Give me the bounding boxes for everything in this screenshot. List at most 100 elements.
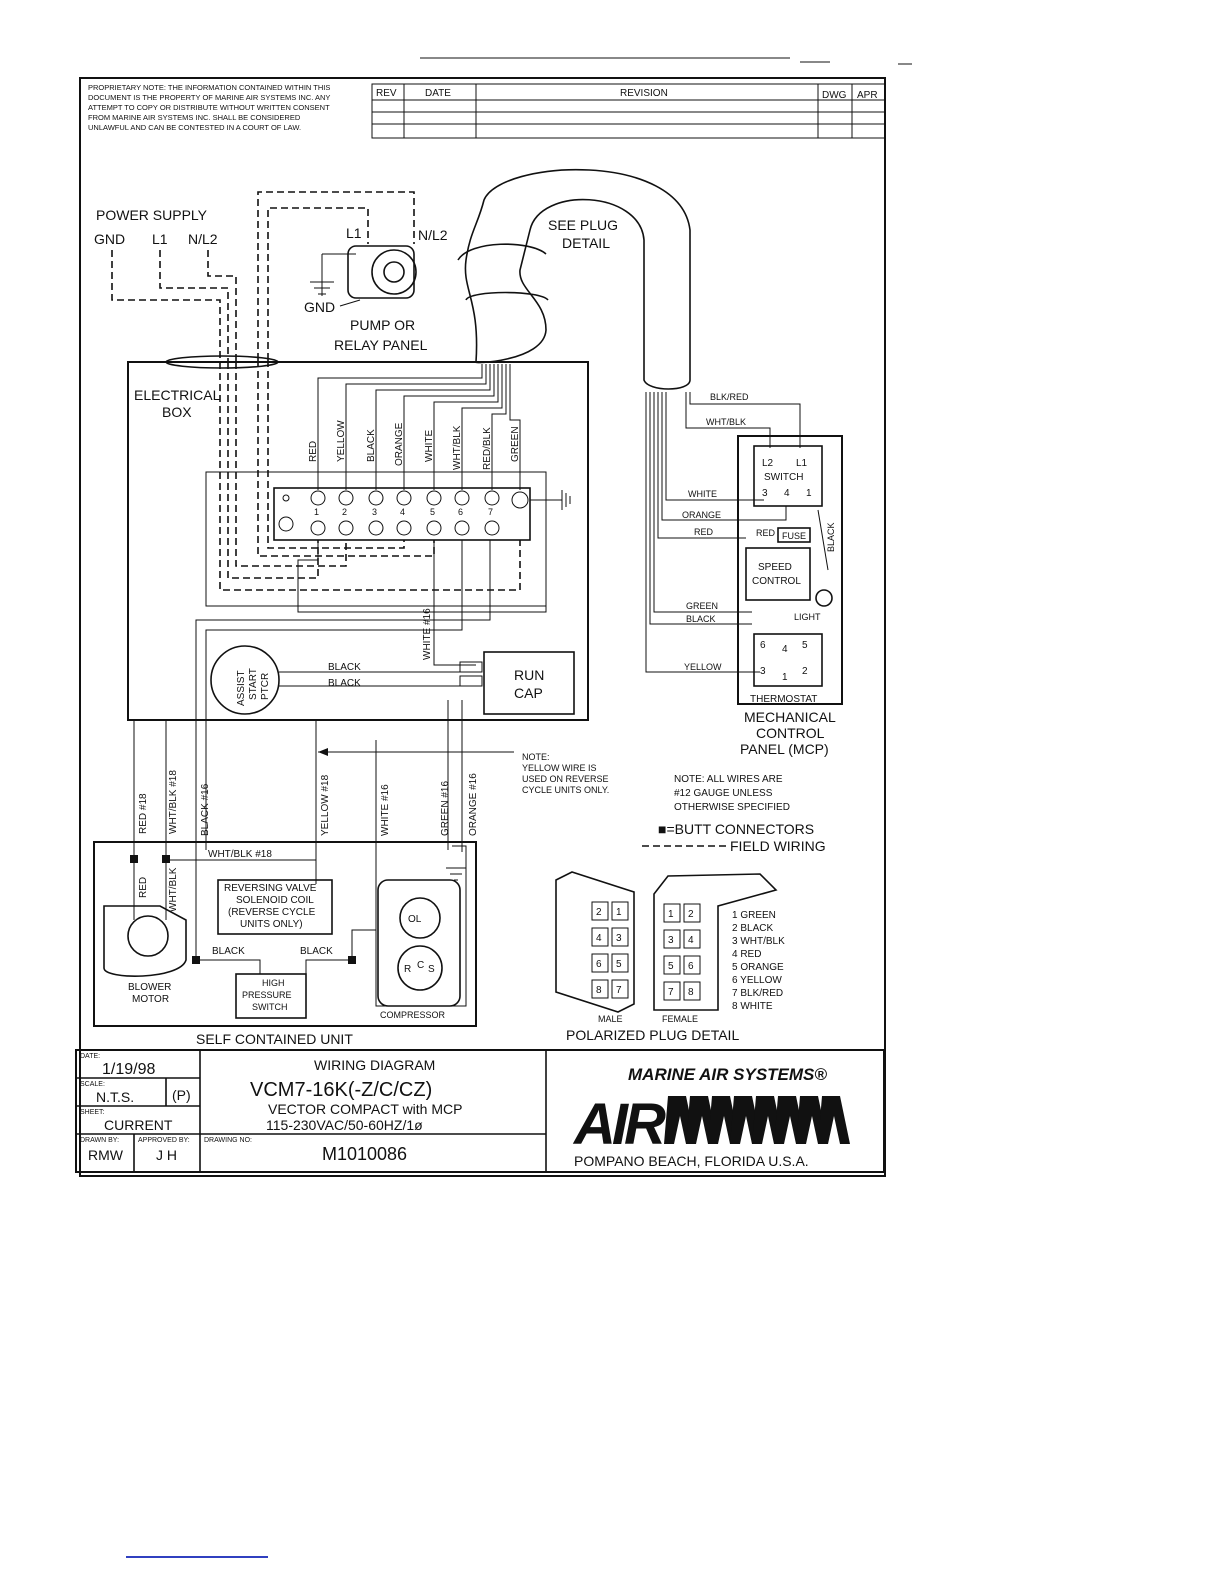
- svg-text:FUSE: FUSE: [782, 531, 806, 541]
- company-city: POMPANO BEACH, FLORIDA U.S.A.: [574, 1153, 809, 1169]
- female-pins: 1 2 3 4 5 6 7 8: [663, 903, 701, 1001]
- svg-text:(REVERSE CYCLE: (REVERSE CYCLE: [228, 907, 316, 918]
- svg-text:5 ORANGE: 5 ORANGE: [732, 962, 784, 973]
- butt-connector: [162, 855, 170, 863]
- svg-text:GREEN: GREEN: [510, 426, 521, 462]
- power-l1-label: L1: [152, 231, 168, 247]
- svg-text:BLACK: BLACK: [328, 662, 361, 673]
- svg-text:N/L2: N/L2: [418, 227, 448, 243]
- svg-text:PTCR: PTCR: [260, 673, 271, 700]
- terminal-wire-labels: RED YELLOW BLACK ORANGE WHITE WHT/BLK RE…: [308, 420, 521, 470]
- svg-text:FEMALE: FEMALE: [662, 1014, 698, 1024]
- power-nl2-label: N/L2: [188, 231, 218, 247]
- company-name: MARINE AIR SYSTEMS®: [628, 1065, 827, 1084]
- pump-relay-panel: L1 N/L2 GND PUMP OR RELAY PANEL: [257, 191, 448, 360]
- svg-text:YELLOW WIRE IS: YELLOW WIRE IS: [522, 763, 597, 773]
- svg-text:USED ON REVERSE: USED ON REVERSE: [522, 774, 609, 784]
- svg-text:SHEET:: SHEET:: [80, 1109, 105, 1116]
- legend: ■=BUTT CONNECTORS FIELD WIRING: [642, 821, 826, 854]
- svg-text:SWITCH: SWITCH: [252, 1002, 288, 1012]
- svg-text:BLACK: BLACK: [686, 614, 716, 624]
- svg-text:S: S: [428, 964, 435, 975]
- svg-text:SWITCH: SWITCH: [764, 472, 803, 483]
- svg-text:1: 1: [806, 488, 812, 499]
- svg-text:1: 1: [782, 672, 788, 683]
- polarized-plug-detail: 2 1 4 3 6 5 8 7 1 2 3 4 5 6 7 8 1 GREEN …: [555, 871, 785, 1043]
- svg-text:7: 7: [668, 987, 674, 998]
- model-number: VCM7-16K(-Z/C/CZ): [250, 1079, 432, 1101]
- harness-wires: [317, 364, 521, 490]
- svg-text:BLACK: BLACK: [366, 429, 377, 462]
- svg-text:6: 6: [760, 640, 766, 651]
- svg-text:WHITE #16: WHITE #16: [422, 608, 433, 660]
- svg-text:C: C: [417, 960, 424, 971]
- svg-text:3: 3: [616, 933, 622, 944]
- svg-text:4: 4: [782, 644, 788, 655]
- date-header: DATE: [425, 88, 451, 99]
- field-wiring-to-terminal: [219, 360, 521, 591]
- rev-header: REV: [376, 88, 397, 99]
- fuse: [777, 527, 811, 543]
- revision-table: REV DATE REVISION DWG APR: [371, 83, 886, 139]
- svg-text:2: 2: [802, 666, 808, 677]
- svg-text:1 GREEN: 1 GREEN: [732, 910, 776, 921]
- svg-text:RELAY PANEL: RELAY PANEL: [334, 337, 428, 353]
- svg-text:2: 2: [596, 907, 602, 918]
- title-scale: N.T.S.: [96, 1089, 134, 1105]
- apr-header: APR: [857, 90, 878, 101]
- plug-pin-list: 1 GREEN 2 BLACK 3 WHT/BLK 4 RED 5 ORANGE…: [732, 910, 785, 1012]
- svg-text:8: 8: [596, 985, 602, 996]
- svg-text:7 BLK/RED: 7 BLK/RED: [732, 988, 783, 999]
- svg-text:WHITE: WHITE: [688, 489, 717, 499]
- mechanical-control-panel: BLK/RED WHT/BLK WHITE ORANGE RED GREEN B…: [645, 392, 843, 757]
- speed-control: [745, 547, 811, 601]
- svg-text:MOTOR: MOTOR: [132, 994, 169, 1005]
- svg-text:4: 4: [596, 933, 602, 944]
- svg-text:3: 3: [760, 666, 766, 677]
- svg-text:BLK/RED: BLK/RED: [710, 392, 749, 402]
- svg-text:7: 7: [616, 985, 622, 996]
- svg-text:8: 8: [688, 987, 694, 998]
- title-block: DATE: 1/19/98 SCALE: N.T.S. (P) SHEET: C…: [75, 1049, 885, 1173]
- yellow-wire-note: NOTE: YELLOW WIRE IS USED ON REVERSE CYC…: [318, 748, 609, 795]
- svg-text:AIR: AIR: [572, 1092, 666, 1157]
- gauge-note: NOTE: ALL WIRES ARE #12 GAUGE UNLESS OTH…: [674, 774, 790, 813]
- svg-text:3: 3: [668, 935, 674, 946]
- pump-body: [347, 245, 415, 299]
- svg-text:5: 5: [616, 959, 622, 970]
- self-contained-unit: WHT/BLK #18 RED WHT/BLK BLOWER MOTOR REV…: [93, 841, 477, 1047]
- svg-text:DRAWING NO:: DRAWING NO:: [204, 1137, 252, 1144]
- svg-text:1: 1: [314, 507, 319, 517]
- svg-text:VECTOR COMPACT with MCP: VECTOR COMPACT with MCP: [268, 1101, 462, 1117]
- run-cap: [483, 651, 575, 715]
- footer-link-underline[interactable]: [126, 1556, 268, 1558]
- unit-feed-wires: RED #18 WHT/BLK #18 BLACK #16 YELLOW #18…: [128, 700, 479, 1007]
- svg-text:1: 1: [668, 909, 674, 920]
- svg-text:WHT/BLK: WHT/BLK: [706, 417, 746, 427]
- pump-motor-icon: [371, 249, 417, 295]
- svg-text:RED/BLK: RED/BLK: [482, 427, 493, 470]
- compressor: [377, 879, 461, 1007]
- svg-text:DETAIL: DETAIL: [562, 235, 610, 251]
- svg-text:2: 2: [688, 909, 694, 920]
- power-supply-title: POWER SUPPLY: [96, 207, 208, 223]
- assist-start-ptcr: [210, 645, 280, 715]
- svg-text:NOTE: ALL WIRES ARE: NOTE: ALL WIRES ARE: [674, 774, 783, 785]
- revision-header: REVISION: [620, 88, 668, 99]
- male-plug: [555, 871, 635, 1013]
- svg-text:DOCUMENT IS THE PROPERTY OF MA: DOCUMENT IS THE PROPERTY OF MARINE AIR S…: [88, 93, 330, 102]
- svg-text:6: 6: [596, 959, 602, 970]
- plug-detail-caption: POLARIZED PLUG DETAIL: [566, 1027, 739, 1043]
- mcp-caption: MECHANICAL: [744, 709, 836, 725]
- svg-text:PUMP OR: PUMP OR: [350, 317, 415, 333]
- svg-text:ORANGE: ORANGE: [394, 422, 405, 466]
- electrical-box-label: ELECTRICAL: [134, 387, 221, 403]
- svg-text:MALE: MALE: [598, 1014, 623, 1024]
- company-logo: AIR: [572, 1092, 850, 1157]
- svg-text:UNITS ONLY): UNITS ONLY): [240, 919, 303, 930]
- svg-text:RED: RED: [756, 528, 776, 538]
- svg-text:OTHERWISE SPECIFIED: OTHERWISE SPECIFIED: [674, 802, 790, 813]
- legend-butt-connectors: ■=BUTT CONNECTORS: [658, 821, 814, 837]
- svg-text:5: 5: [668, 961, 674, 972]
- svg-text:DRAWN BY:: DRAWN BY:: [80, 1137, 119, 1144]
